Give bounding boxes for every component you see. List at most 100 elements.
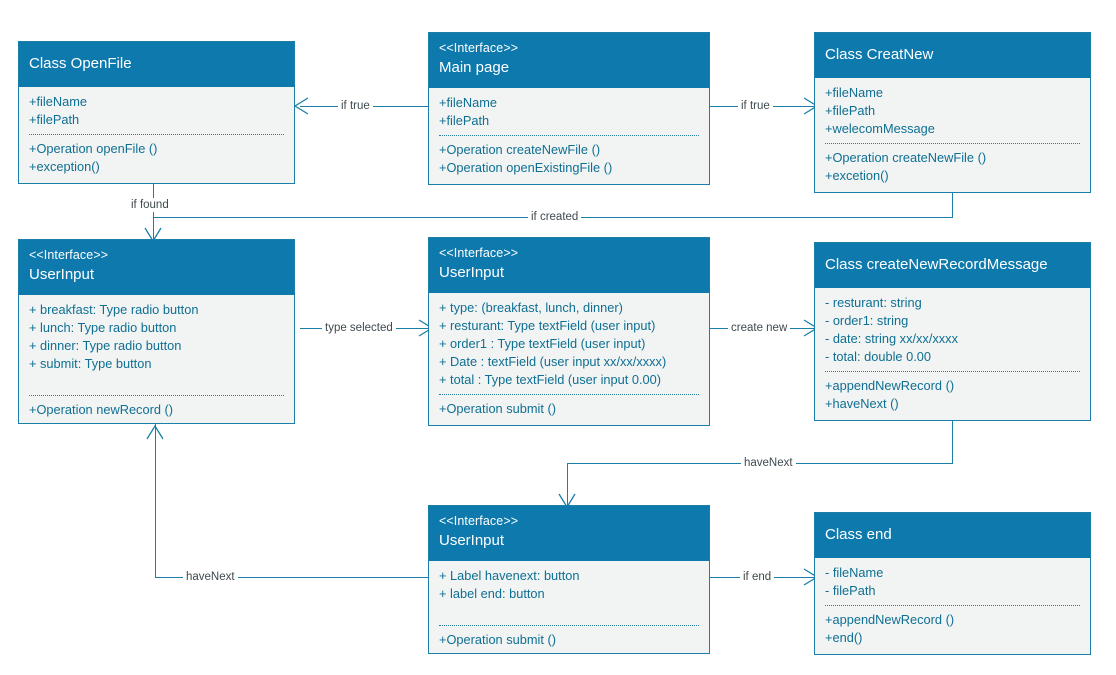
connector-create-new-label: create new xyxy=(728,321,791,335)
class-box-open-file[interactable]: Class OpenFile +fileName +filePath +Oper… xyxy=(18,41,295,184)
attribute-item: +filePath xyxy=(29,112,80,127)
class-header-open-file: Class OpenFile xyxy=(19,42,294,87)
attribute-item: +fileName xyxy=(29,94,87,109)
class-divider-main-page xyxy=(439,135,699,136)
connector-if-end-label: if end xyxy=(740,570,775,584)
attribute-item: - resturant: string xyxy=(825,295,922,310)
class-body-user-input-havenext: + Label havenext: button + label end: bu… xyxy=(429,561,709,653)
class-operations-creat-new: +Operation createNewFile () +excetion() xyxy=(825,149,1080,185)
class-attributes-user-input-type: + breakfast: Type radio button + lunch: … xyxy=(29,301,284,373)
class-operations-main-page: +Operation createNewFile () +Operation o… xyxy=(439,141,699,177)
operation-item: +appendNewRecord () xyxy=(825,612,955,627)
class-operations-user-input-havenext: +Operation submit () xyxy=(439,631,699,649)
attribute-item: + resturant: Type textField (user input) xyxy=(439,318,656,333)
class-stereotype-user-input-record: <<Interface>> xyxy=(439,246,519,260)
class-attributes-user-input-havenext: + Label havenext: button + label end: bu… xyxy=(439,567,699,603)
attribute-item: + Label havenext: button xyxy=(439,568,580,583)
class-title-user-input-type: UserInput xyxy=(29,266,95,283)
class-divider-user-input-type xyxy=(29,395,284,396)
class-box-creat-new[interactable]: Class CreatNew +fileName +filePath +wele… xyxy=(814,32,1091,193)
connector-if-true-left-label: if true xyxy=(338,99,373,113)
attribute-item: - fileName xyxy=(825,565,884,580)
class-header-class-end: Class end xyxy=(815,513,1090,558)
class-body-create-new-record-message: - resturant: string - order1: string - d… xyxy=(815,288,1090,420)
class-title-creat-new: Class CreatNew xyxy=(825,46,934,63)
attribute-item: - date: string xx/xx/xxxx xyxy=(825,331,958,346)
connector-if-found-label: if found xyxy=(128,198,172,212)
attribute-item: + lunch: Type radio button xyxy=(29,320,177,335)
class-header-user-input-type: <<Interface>> UserInput xyxy=(19,240,294,295)
attribute-item: + type: (breakfast, lunch, dinner) xyxy=(439,300,623,315)
connector-if-true-right-label: if true xyxy=(738,99,773,113)
class-attributes-creat-new: +fileName +filePath +welecomMessage xyxy=(825,84,1080,138)
class-divider-class-end xyxy=(825,605,1080,606)
class-operations-class-end: +appendNewRecord () +end() xyxy=(825,611,1080,647)
operation-item: +exception() xyxy=(29,159,100,174)
operation-item: +Operation createNewFile () xyxy=(825,150,987,165)
class-title-class-end: Class end xyxy=(825,526,892,543)
class-attributes-user-input-record: + type: (breakfast, lunch, dinner) + res… xyxy=(439,299,699,389)
class-divider-user-input-record xyxy=(439,394,699,395)
attribute-item: + breakfast: Type radio button xyxy=(29,302,199,317)
class-operations-user-input-record: +Operation submit () xyxy=(439,400,699,418)
class-stereotype-user-input-type: <<Interface>> xyxy=(29,248,109,262)
attribute-item: +welecomMessage xyxy=(825,121,935,136)
class-box-user-input-record[interactable]: <<Interface>> UserInput + type: (breakfa… xyxy=(428,237,710,426)
class-divider-create-new-record-message xyxy=(825,371,1080,372)
class-header-create-new-record-message: Class createNewRecordMessage xyxy=(815,243,1090,288)
connector-type-selected-label: type selected xyxy=(322,321,396,335)
operation-item: +Operation newRecord () xyxy=(29,402,174,417)
attribute-item: - filePath xyxy=(825,583,876,598)
class-attributes-create-new-record-message: - resturant: string - order1: string - d… xyxy=(825,294,1080,366)
attribute-item: + total : Type textField (user input 0.0… xyxy=(439,372,662,387)
class-header-creat-new: Class CreatNew xyxy=(815,33,1090,78)
class-body-class-end: - fileName - filePath +appendNewRecord (… xyxy=(815,558,1090,654)
operation-item: +end() xyxy=(825,630,863,645)
class-box-user-input-havenext[interactable]: <<Interface>> UserInput + Label havenext… xyxy=(428,505,710,654)
attribute-item: + dinner: Type radio button xyxy=(29,338,182,353)
class-body-creat-new: +fileName +filePath +welecomMessage +Ope… xyxy=(815,78,1090,192)
connector-have-next-bottom-vline xyxy=(155,424,156,578)
connector-if-created-vline xyxy=(952,183,953,218)
class-attributes-open-file: +fileName +filePath xyxy=(29,93,284,129)
connector-have-next-bottom-label: haveNext xyxy=(183,570,238,584)
attribute-item: - total: double 0.00 xyxy=(825,349,932,364)
attribute-item: + submit: Type button xyxy=(29,356,152,371)
class-stereotype-user-input-havenext: <<Interface>> xyxy=(439,514,519,528)
class-title-user-input-havenext: UserInput xyxy=(439,532,505,549)
connector-have-next-bottom-hline xyxy=(155,577,428,578)
attribute-item: +fileName xyxy=(439,95,497,110)
class-title-create-new-record-message: Class createNewRecordMessage xyxy=(825,256,1048,273)
class-body-open-file: +fileName +filePath +Operation openFile … xyxy=(19,87,294,183)
class-body-main-page: +fileName +filePath +Operation createNew… xyxy=(429,88,709,184)
class-operations-open-file: +Operation openFile () +exception() xyxy=(29,140,284,176)
operation-item: +haveNext () xyxy=(825,396,899,411)
operation-item: +Operation submit () xyxy=(439,632,556,647)
class-divider-creat-new xyxy=(825,143,1080,144)
operation-item: +Operation openExistingFile () xyxy=(439,160,613,175)
connector-if-created-label: if created xyxy=(528,210,582,224)
class-box-create-new-record-message[interactable]: Class createNewRecordMessage - resturant… xyxy=(814,242,1091,421)
class-title-user-input-record: UserInput xyxy=(439,264,505,281)
class-attributes-main-page: +fileName +filePath xyxy=(439,94,699,130)
connector-have-next-top-vline-left xyxy=(567,463,568,505)
operation-item: +excetion() xyxy=(825,168,889,183)
operation-item: +Operation openFile () xyxy=(29,141,158,156)
operation-item: +appendNewRecord () xyxy=(825,378,955,393)
attribute-item: +filePath xyxy=(439,113,490,128)
class-body-user-input-type: + breakfast: Type radio button + lunch: … xyxy=(19,295,294,423)
attribute-item: + order1 : Type textField (user input) xyxy=(439,336,646,351)
attribute-item: +fileName xyxy=(825,85,883,100)
operation-item: +Operation createNewFile () xyxy=(439,142,601,157)
class-stereotype-main-page: <<Interface>> xyxy=(439,41,519,55)
class-box-class-end[interactable]: Class end - fileName - filePath +appendN… xyxy=(814,512,1091,655)
class-header-user-input-record: <<Interface>> UserInput xyxy=(429,238,709,293)
connector-have-next-top-label: haveNext xyxy=(741,456,796,470)
class-body-user-input-record: + type: (breakfast, lunch, dinner) + res… xyxy=(429,293,709,425)
class-header-main-page: <<Interface>> Main page xyxy=(429,33,709,88)
class-operations-user-input-type: +Operation newRecord () xyxy=(29,401,284,419)
class-box-main-page[interactable]: <<Interface>> Main page +fileName +fileP… xyxy=(428,32,710,185)
class-box-user-input-type[interactable]: <<Interface>> UserInput + breakfast: Typ… xyxy=(18,239,295,424)
operation-item: +Operation submit () xyxy=(439,401,556,416)
connector-have-next-top-vline-right xyxy=(952,412,953,464)
